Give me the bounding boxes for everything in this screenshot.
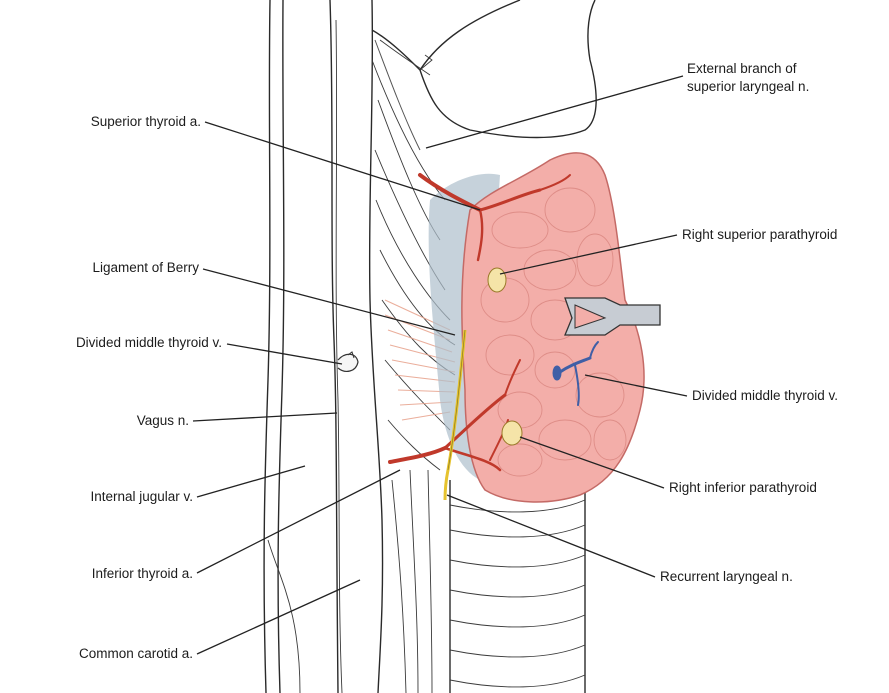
label-divided-middle-thyroid-vein-left: Divided middle thyroid v. [76, 334, 222, 351]
label-external-branch-line2: superior laryngeal n. [687, 78, 809, 95]
label-ligament-of-berry: Ligament of Berry [92, 259, 199, 276]
label-divided-middle-thyroid-vein-right: Divided middle thyroid v. [692, 387, 838, 404]
internal-jugular-vein [330, 0, 383, 693]
label-superior-thyroid-artery: Superior thyroid a. [91, 113, 201, 130]
label-right-inferior-parathyroid: Right inferior parathyroid [669, 479, 817, 496]
label-inferior-thyroid-artery: Inferior thyroid a. [92, 565, 193, 582]
middle-thyroid-vein-ligated [338, 352, 358, 371]
superior-parathyroid-gland [488, 268, 506, 292]
common-carotid-artery [264, 0, 284, 693]
inferior-parathyroid-gland [502, 421, 522, 445]
label-internal-jugular-vein: Internal jugular v. [90, 488, 193, 505]
carotid-lower-branch [268, 540, 300, 693]
label-vagus-nerve: Vagus n. [137, 412, 189, 429]
label-common-carotid-artery: Common carotid a. [79, 645, 193, 662]
external-laryngeal-nerve [375, 40, 420, 150]
label-right-superior-parathyroid: Right superior parathyroid [682, 226, 837, 243]
trachea [450, 470, 585, 693]
label-external-branch-line1: External branch of [687, 60, 797, 77]
retractor [565, 298, 660, 335]
label-recurrent-laryngeal-nerve: Recurrent laryngeal n. [660, 568, 793, 585]
